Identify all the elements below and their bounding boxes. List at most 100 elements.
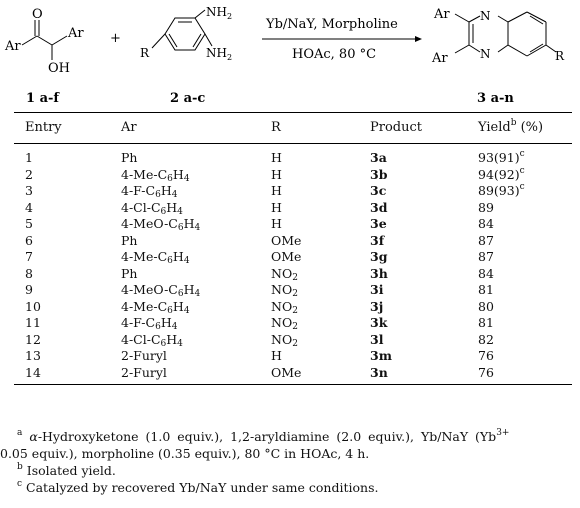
cell-ar: Ph — [121, 265, 138, 281]
cell-r: H — [271, 150, 282, 165]
cell-yield: 81 — [478, 315, 494, 330]
table-row: 12 4-Cl-C6H4 NO2 3l 82 — [14, 332, 572, 349]
conditions-label: HOAc, 80 °C — [292, 47, 376, 62]
cell-r: H — [271, 216, 282, 231]
top-rule — [14, 112, 572, 113]
cell-yield: 84 — [478, 216, 494, 231]
cell-product: 3n — [370, 364, 388, 380]
footnotes: a α-Hydroxyketone (1.0 equiv.), 1,2-aryl… — [0, 428, 572, 496]
cell-ar: 4-Me-C6H4 — [121, 298, 190, 316]
cell-yield: 87 — [478, 232, 494, 248]
cell-entry: 4 — [25, 199, 33, 215]
header-r: R — [271, 120, 281, 135]
cell-r: NO2 — [271, 315, 298, 332]
cell-entry: 12 — [25, 331, 41, 347]
cell-product: 3j — [370, 298, 384, 314]
cell-product: 3i — [370, 282, 384, 297]
cell-entry: 8 — [25, 265, 33, 281]
bottom-rule — [14, 384, 572, 385]
prod-ar-top: Ar — [433, 7, 450, 22]
cell-product: 3f — [370, 232, 385, 248]
cell-yield: 81 — [478, 282, 494, 297]
label-2: 2 a-c — [170, 91, 205, 106]
cell-yield: 87 — [478, 249, 494, 264]
cell-entry: 11 — [25, 315, 41, 330]
cell-yield: 89 — [478, 199, 494, 215]
arrow-head — [415, 36, 422, 42]
cell-ar: 4-Cl-C6H4 — [121, 331, 183, 349]
table-row: 10 4-Me-C6H4 NO2 3j 80 — [14, 299, 572, 316]
cell-product: 3m — [370, 348, 392, 363]
header-ar: Ar — [121, 120, 137, 135]
cell-yield: 76 — [478, 348, 494, 363]
footnote-a: a α-Hydroxyketone (1.0 equiv.), 1,2-aryl… — [17, 428, 510, 445]
footnote-a-continued: 0.05 equiv.), morpholine (0.35 equiv.), … — [0, 446, 370, 461]
prod-ar-bottom: Ar — [431, 51, 448, 66]
cell-yield: 94(92)c — [478, 165, 525, 182]
table-row: 6 Ph OMe 3f 87 — [14, 233, 572, 250]
cell-ar: 2-Furyl — [121, 364, 167, 380]
cell-yield: 89(93)c — [478, 182, 525, 199]
cell-r: NO2 — [271, 331, 298, 349]
cell-r: H — [271, 199, 282, 215]
reagents-label: Yb/NaY, Morpholine — [265, 17, 398, 32]
cell-ar: 4-Cl-C6H4 — [121, 199, 183, 217]
cell-r: OMe — [271, 232, 302, 248]
table-row: 11 4-F-C6H4 NO2 3k 81 — [14, 315, 572, 332]
cell-ar: 4-F-C6H4 — [121, 183, 178, 200]
sm1-ar-left: Ar — [4, 39, 21, 54]
cell-entry: 10 — [25, 298, 41, 314]
cell-product: 3a — [370, 150, 387, 165]
cell-ar: 4-MeO-C6H4 — [121, 282, 201, 299]
header-rule — [14, 143, 572, 144]
cell-entry: 13 — [25, 348, 41, 363]
sm1-oxygen: O — [32, 7, 43, 22]
cell-product: 3c — [370, 183, 387, 198]
cell-product: 3b — [370, 166, 388, 182]
cell-entry: 9 — [25, 282, 33, 297]
cell-entry: 7 — [25, 249, 33, 264]
cell-yield: 80 — [478, 298, 494, 314]
cell-product: 3d — [370, 199, 388, 215]
prod-r-group: R — [555, 49, 565, 63]
cell-r: H — [271, 348, 282, 363]
cell-r: NO2 — [271, 298, 298, 316]
header-yield: Yieldb (%) — [478, 118, 544, 136]
amine-top: NH2 — [206, 5, 232, 21]
cell-ar: 4-MeO-C6H4 — [121, 216, 201, 233]
header-entry: Entry — [25, 120, 62, 135]
cell-product: 3k — [370, 315, 388, 330]
cell-r: NO2 — [271, 282, 298, 299]
cell-entry: 6 — [25, 232, 33, 248]
cell-product: 3l — [370, 331, 384, 347]
cell-r: H — [271, 183, 282, 198]
cell-r: H — [271, 166, 282, 182]
cell-yield: 84 — [478, 265, 494, 281]
plus-sign: + — [110, 31, 121, 46]
cell-entry: 1 — [25, 150, 33, 165]
alpha-hydroxyketone-structure — [21, 20, 68, 60]
cell-ar: 4-F-C6H4 — [121, 315, 178, 332]
label-3: 3 a-n — [477, 91, 514, 106]
cell-ar: 4-Me-C6H4 — [121, 249, 190, 266]
header-product: Product — [370, 120, 422, 135]
sm1-ar-right: Ar — [67, 26, 84, 41]
cell-product: 3h — [370, 265, 388, 281]
cell-ar: Ph — [121, 232, 138, 248]
cell-entry: 2 — [25, 166, 33, 182]
sm2-r-group: R — [140, 46, 150, 60]
cell-yield: 82 — [478, 331, 494, 347]
reaction-scheme: Ar Ar O OH + NH2 NH2 R Yb/NaY, Morpholin… — [4, 5, 565, 106]
cell-r: OMe — [271, 364, 302, 380]
quinoxaline-structure — [454, 11, 557, 57]
cell-entry: 5 — [25, 216, 33, 231]
footnote-b: b Isolated yield. — [17, 462, 116, 479]
